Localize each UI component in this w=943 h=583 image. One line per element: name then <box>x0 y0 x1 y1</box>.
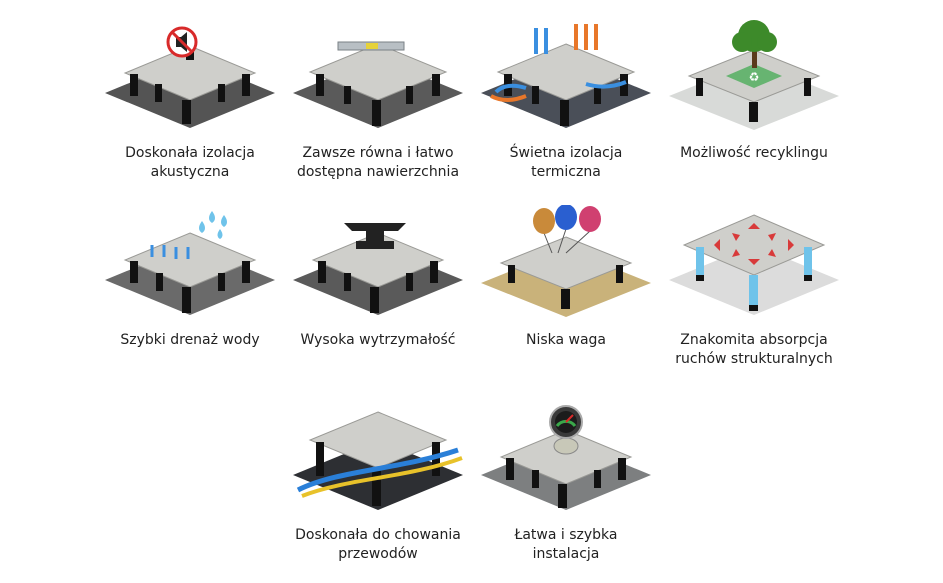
feature-strength: Wysoka wytrzymałość <box>278 205 478 375</box>
feature-recycling: ♻ Możliwość recyklingu <box>654 18 854 188</box>
tree-recycle-icon: ♻ <box>669 20 839 130</box>
svg-text:♻: ♻ <box>749 70 760 84</box>
feature-caption: Szybki drenaż wody <box>120 332 260 348</box>
balloons-icon <box>481 205 651 317</box>
movement-arrows-icon <box>669 214 839 315</box>
anvil-icon <box>293 223 463 315</box>
cables-icon <box>293 411 463 510</box>
feature-caption: Wysoka wytrzymałość <box>300 332 456 348</box>
heat-arrows-icon <box>481 24 651 128</box>
water-drops-icon <box>105 211 275 315</box>
no-sound-icon <box>105 26 275 128</box>
spirit-level-icon <box>293 41 463 128</box>
feature-drainage: Szybki drenaż wody <box>90 205 290 375</box>
feature-caption: Niska waga <box>525 332 607 348</box>
feature-caption: Możliwość recyklingu <box>680 145 828 161</box>
gauge-coin-icon <box>481 405 651 510</box>
feature-low-weight: Niska waga <box>466 205 666 375</box>
